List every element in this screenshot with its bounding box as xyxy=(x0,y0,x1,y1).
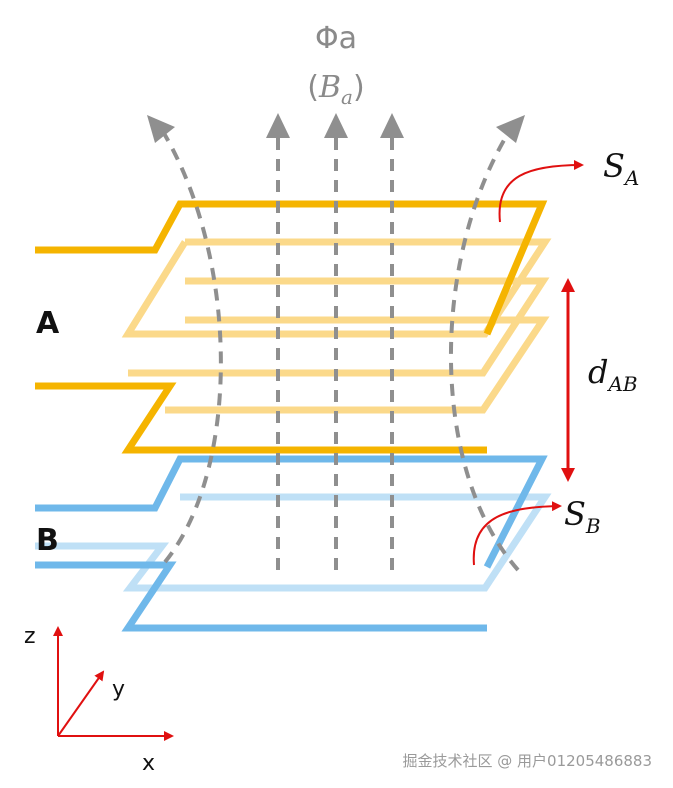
field-line-left-curve xyxy=(160,128,223,564)
z-axis-label: z xyxy=(24,624,36,649)
coil-b-top-turn xyxy=(35,455,548,569)
field-arrowhead-2 xyxy=(324,113,348,138)
flux-symbol-label: Φa xyxy=(315,21,357,56)
surface-b-arrow xyxy=(472,501,562,566)
coil-a-light-turns xyxy=(121,238,552,414)
distance-arrowhead-top xyxy=(561,278,575,292)
y-axis xyxy=(57,670,105,737)
coil-b xyxy=(35,455,552,632)
coil-b-bottom-turn xyxy=(35,561,487,632)
field-arrowhead-right xyxy=(496,115,525,143)
coil-a-top-turn xyxy=(35,200,548,336)
x-axis-label: x xyxy=(142,751,155,776)
coil-a-label: A xyxy=(36,306,60,341)
distance-arrowhead-bottom xyxy=(561,468,575,482)
coil-a-light-turn-2 xyxy=(128,277,550,377)
y-axis-label: y xyxy=(112,677,125,702)
field-line-right-curve xyxy=(448,128,520,572)
coordinate-axes xyxy=(53,626,174,741)
field-arrowhead-left xyxy=(147,115,175,143)
surface-b-label: SB xyxy=(564,495,601,538)
field-arrowhead-1 xyxy=(266,113,290,138)
field-arrowheads xyxy=(147,113,525,143)
coil-b-label: B xyxy=(36,523,59,558)
distance-label: dAB xyxy=(588,353,638,396)
surface-a-arrow xyxy=(498,160,584,223)
watermark: 掘金技术社区 @ 用户01205486883 xyxy=(402,752,652,770)
coil-a-dark-turns xyxy=(35,200,548,454)
field-lines xyxy=(160,128,520,572)
red-arrows xyxy=(472,160,584,566)
field-arrowhead-3 xyxy=(380,113,404,138)
distance-arrow xyxy=(561,278,575,482)
coil-a-bottom-turn xyxy=(35,382,487,454)
surface-a-label: SA xyxy=(603,147,639,190)
coil-a-light-turn-1 xyxy=(121,238,552,338)
field-label: (Ba) xyxy=(307,70,364,109)
coil-b-light-turn xyxy=(35,493,552,592)
coil-a-light-turn-3 xyxy=(165,316,550,414)
